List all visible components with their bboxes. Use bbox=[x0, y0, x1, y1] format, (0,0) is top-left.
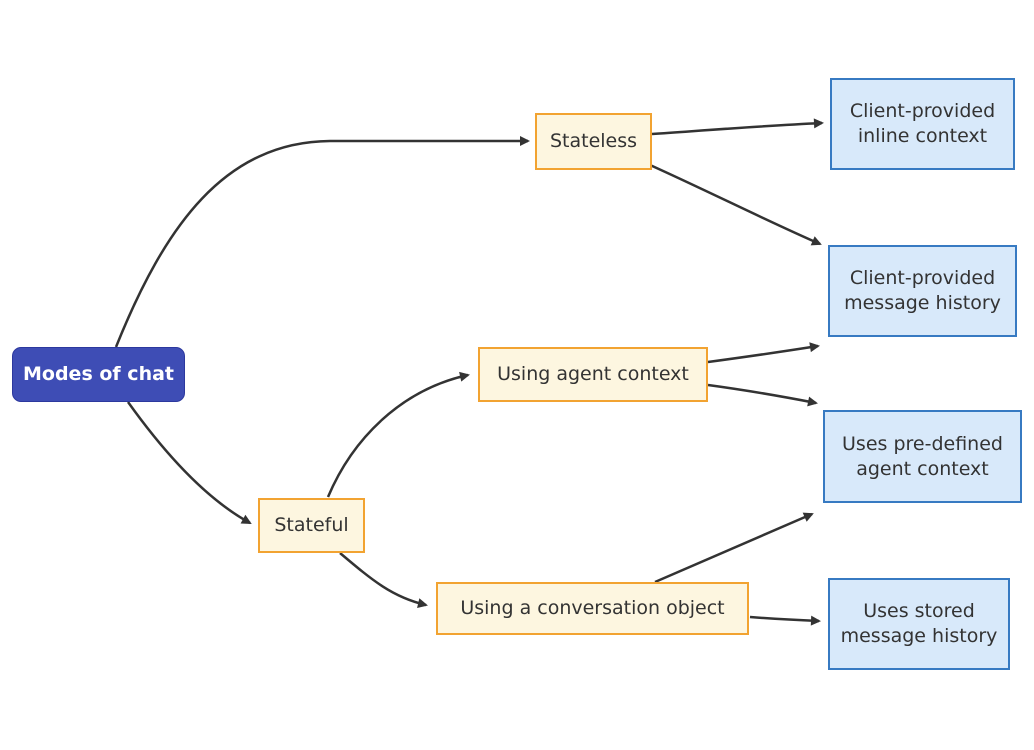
node-client-provided-inline-context-label: Client-provided inline context bbox=[849, 100, 996, 147]
node-uses-predefined-agent-context[interactable]: Uses pre-defined agent context bbox=[823, 410, 1022, 503]
node-modes-of-chat-label: Modes of chat bbox=[23, 363, 174, 386]
node-uses-stored-message-history-label: Uses stored message history bbox=[840, 600, 998, 647]
node-client-provided-message-history[interactable]: Client-provided message history bbox=[828, 245, 1017, 337]
edge-modes-to-stateful bbox=[126, 401, 252, 525]
node-modes-of-chat[interactable]: Modes of chat bbox=[12, 347, 185, 402]
node-stateful-label: Stateful bbox=[274, 514, 349, 537]
edge-using-agent-context-to-client-message-history bbox=[707, 342, 820, 364]
node-stateless-label: Stateless bbox=[549, 130, 638, 153]
edge-using-conversation-object-to-predefined-agent-context bbox=[654, 512, 814, 584]
node-uses-predefined-agent-context-label: Uses pre-defined agent context bbox=[842, 432, 1003, 480]
node-stateless[interactable]: Stateless bbox=[535, 113, 652, 170]
edge-using-conversation-object-to-stored-message-history bbox=[749, 615, 821, 626]
node-using-agent-context[interactable]: Using agent context bbox=[478, 347, 708, 402]
edge-stateless-to-client-inline-context bbox=[651, 118, 824, 136]
node-client-provided-inline-context[interactable]: Client-provided inline context bbox=[830, 78, 1015, 170]
edge-stateful-to-using-conversation-object bbox=[339, 552, 428, 609]
node-using-conversation-object[interactable]: Using a conversation object bbox=[436, 582, 749, 635]
node-client-provided-message-history-label: Client-provided message history bbox=[844, 267, 1001, 314]
node-using-conversation-object-label: Using a conversation object bbox=[460, 597, 725, 620]
node-using-agent-context-label: Using agent context bbox=[497, 363, 689, 386]
edge-modes-to-stateless bbox=[114, 136, 530, 348]
edge-using-agent-context-to-predefined-agent-context bbox=[707, 383, 818, 407]
node-uses-stored-message-history[interactable]: Uses stored message history bbox=[828, 578, 1010, 670]
edge-stateful-to-using-agent-context bbox=[326, 371, 470, 498]
edge-stateless-to-client-message-history bbox=[649, 163, 822, 246]
node-stateful[interactable]: Stateful bbox=[258, 498, 365, 553]
